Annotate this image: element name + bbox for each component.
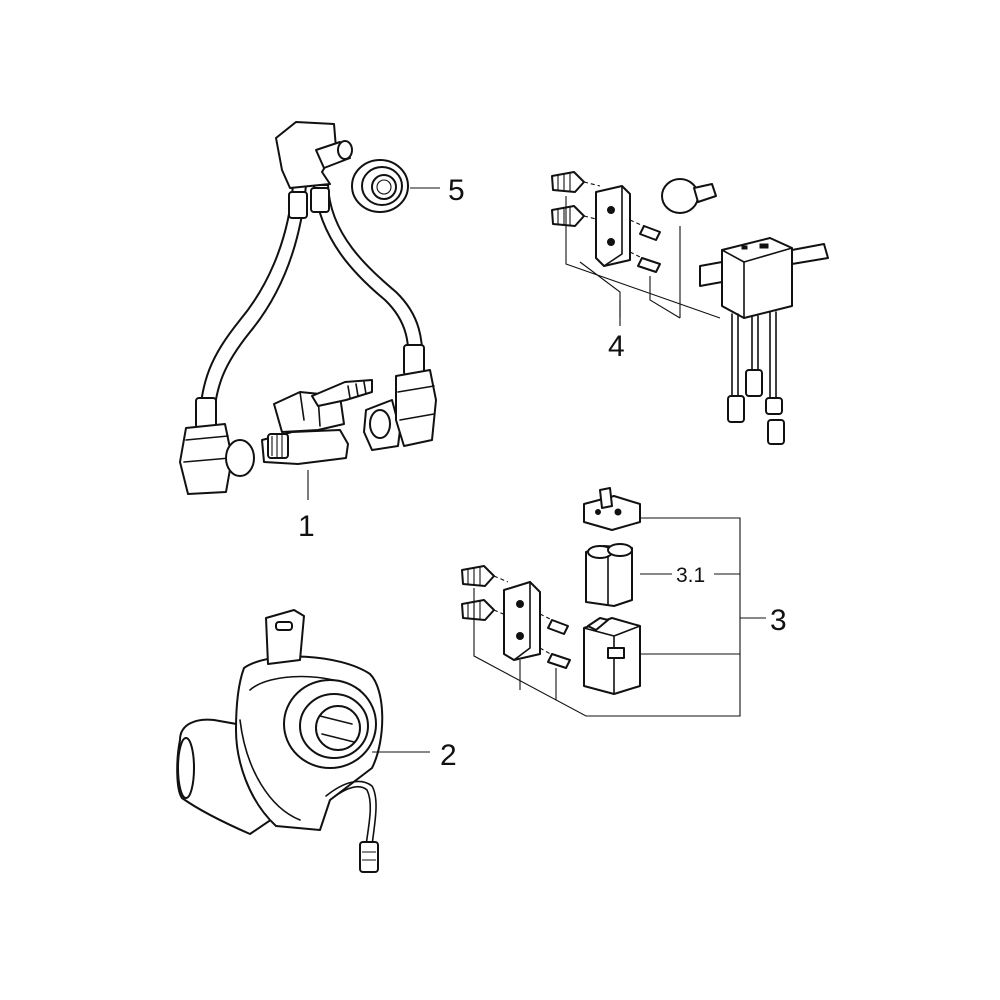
right-hose [313,184,424,373]
wall-plug-3-bottom [461,599,495,621]
control-box [721,237,793,319]
part-2-siphon [176,609,430,873]
connector-c [765,397,783,415]
grouping-line-4b [579,261,621,318]
battery-mounting-bracket [503,581,541,661]
mounting-bracket [595,185,631,267]
inlet-thread [271,434,283,458]
hose-ferrule-right-top [310,187,330,213]
top-elbow-connector [275,121,337,189]
connector-b [727,395,745,423]
left-nut-end [225,439,255,477]
callout-3-1: 3.1 [676,564,705,587]
grouping-line-4a [565,196,721,319]
screw-2 [637,257,661,273]
plug-ribs [347,381,367,399]
rail-right [791,243,829,265]
top-outlet-opening [337,140,353,160]
callout-1: 1 [298,510,315,543]
screw-3-1 [547,619,569,635]
wall-plug-top [551,171,585,193]
part-3-battery-box-set [461,487,766,717]
right-nut-bore [369,409,391,439]
screw-1 [639,225,661,241]
wall-plug-bottom [551,205,585,227]
callout-2: 2 [440,739,457,772]
hose-ferrule-right-bottom [403,344,425,376]
valve-assembly [179,121,437,500]
left-hose [198,184,307,431]
hose-ferrule-left-top [288,191,308,219]
mounting-slot [275,621,293,631]
grouping-line-3 [473,517,741,717]
left-elbow-nut [179,423,233,495]
siphon-mounting-tab [265,609,305,665]
lid-tab [599,487,613,509]
battery-window [607,647,625,659]
grouping-line-4c [649,276,681,319]
rail-left [699,261,723,287]
part-5-union-nut [351,159,440,213]
connector-a [745,369,763,397]
battery-lid [583,495,641,531]
callout-5: 5 [448,174,465,207]
valve-threaded-inlet [267,433,289,459]
connector-d [767,419,785,445]
right-elbow [395,369,437,447]
right-elbow-faces [397,385,435,421]
solenoid-plug [311,379,373,407]
screw-3-2 [547,653,571,669]
hose-ferrule-left-bottom [195,397,217,429]
callout-3: 3 [770,604,787,637]
left-elbow-nut-faces [183,435,231,463]
sensor-connector [359,841,379,873]
callout-4: 4 [608,330,625,363]
part-4-control-box-set [551,171,829,445]
cover-cap [661,178,699,214]
wall-plug-3-top [461,565,495,587]
